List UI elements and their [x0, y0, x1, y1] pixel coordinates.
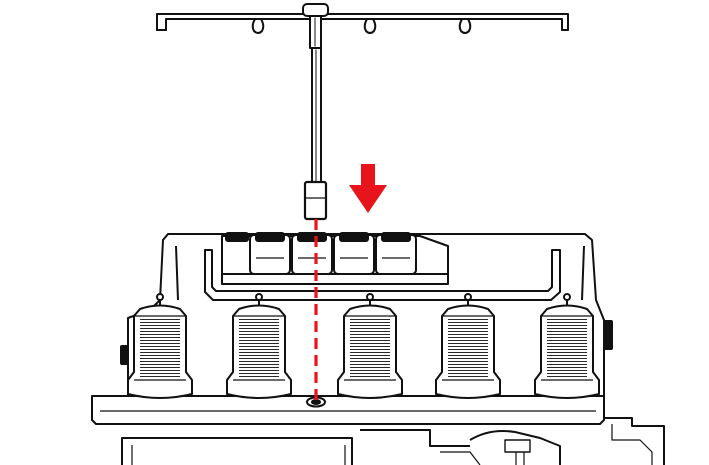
thread-guide-rail: [204, 249, 561, 301]
down-arrow-icon: [349, 164, 387, 213]
housing-inner-ledge: [175, 245, 585, 301]
side-knob-left: [120, 345, 128, 365]
thread-guide-loop-icon: [251, 18, 265, 34]
thread-spool-icon: [435, 293, 501, 399]
spool-base-plate: [91, 395, 605, 425]
tension-dial: [249, 232, 291, 275]
thread-guide-bar: [156, 13, 569, 31]
machine-lower-body: [121, 417, 665, 465]
tension-dial: [375, 232, 417, 275]
thread-spool-icon: [337, 293, 403, 399]
side-knob-right: [603, 320, 613, 350]
stand-pole-sleeve: [303, 180, 328, 221]
stand-top-cap: [302, 3, 329, 17]
needle-area: [504, 439, 531, 453]
arm-right: [604, 417, 665, 465]
thread-spool-icon: [534, 293, 600, 399]
thread-guide-loop-icon: [458, 18, 472, 34]
thread-spools: [127, 293, 600, 399]
tension-dial: [291, 232, 333, 275]
thread-guide-loop-icon: [363, 18, 377, 34]
thread-spool-icon: [127, 293, 193, 399]
thread-spool-icon: [226, 293, 292, 399]
thread-stand: [156, 3, 569, 221]
tension-dial: [333, 232, 375, 275]
tension-dials: [225, 232, 417, 275]
